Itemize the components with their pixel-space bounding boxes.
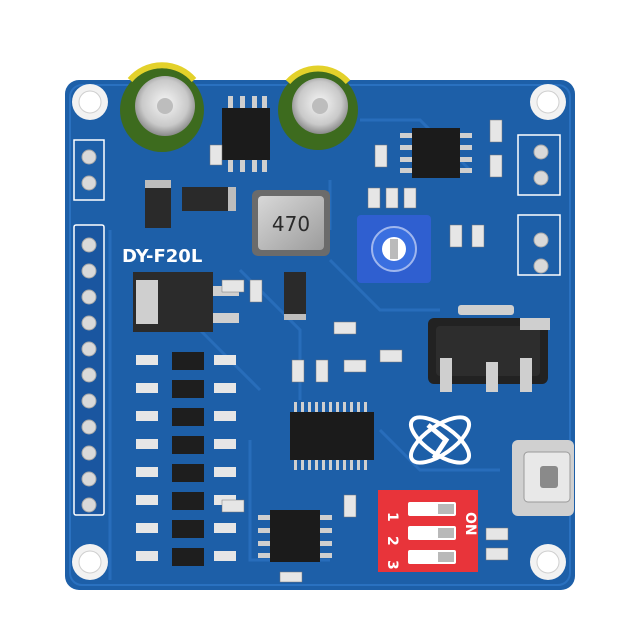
diode-small [182,187,236,211]
ic-soic8-top [222,96,270,172]
mounting-hole [530,84,566,120]
audio-jack [428,305,550,392]
inductor-label: 470 [272,212,310,236]
capacitor-left [120,62,204,152]
smd-diode-vertical [284,272,306,320]
ic-main-ssop [290,402,374,470]
speaker-header-top [517,134,561,196]
pin-header-left [73,224,105,516]
logo-mark [409,415,471,465]
ic-soic8-right [400,128,472,178]
ic-amplifier [258,510,332,562]
power-header [73,139,105,201]
smd-passives [209,119,509,583]
mounting-hole [530,544,566,580]
mounting-holes [72,84,566,580]
diode [145,180,171,228]
dip-switch: ON 1 2 3 [378,490,478,572]
potentiometer [357,215,431,283]
dip-position-1: 1 [384,512,400,522]
dip-on-label: ON [462,512,478,536]
copper-traces [108,118,500,580]
mounting-hole [72,84,108,120]
inductor-470: 470 [252,190,330,256]
micro-usb-port [512,440,574,516]
dip-position-2: 2 [384,536,400,546]
voltage-regulator [133,272,239,332]
mounting-hole [72,544,108,580]
speaker-header-bottom [517,214,561,276]
capacitor-right [278,65,358,150]
dip-position-3: 3 [384,560,400,570]
model-label: DY-F20L [122,246,202,267]
